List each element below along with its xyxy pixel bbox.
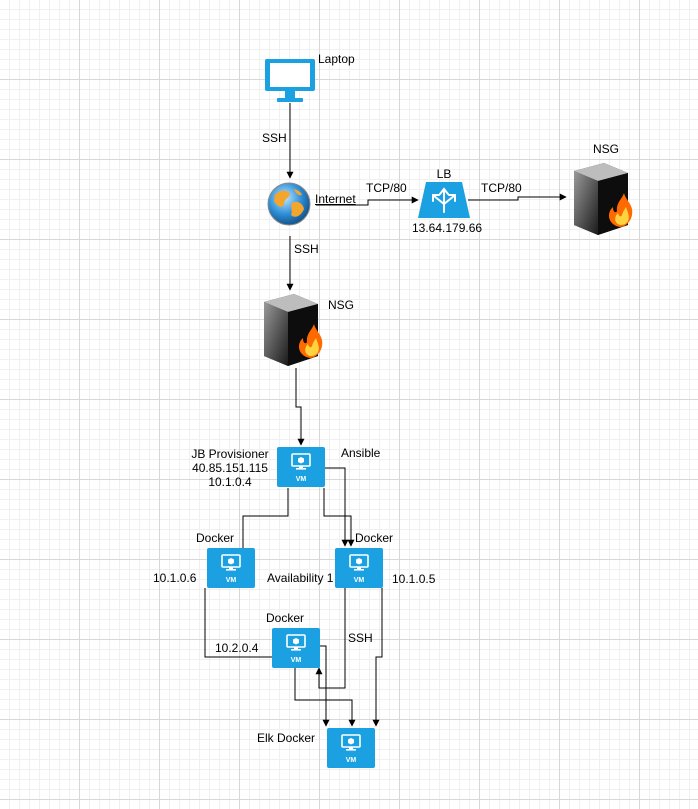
jb-name-label: JB Provisioner — [191, 447, 269, 461]
lb-ip-label: 13.64.179.66 — [412, 221, 483, 235]
edge-jb-docker-right — [323, 488, 355, 547]
nsg-right-node[interactable] — [568, 161, 638, 237]
nsg-mid-node[interactable] — [258, 292, 328, 368]
monitor-icon — [265, 59, 315, 102]
vm-badge: VM — [290, 657, 302, 664]
firewall-icon — [574, 163, 633, 235]
docker-right-ip: 10.1.0.5 — [392, 572, 436, 586]
ansible-label: Ansible — [341, 446, 381, 460]
edge-lb-nsg — [468, 193, 567, 201]
edge-jb-docker-left — [242, 488, 289, 548]
availability-set-label: Availability 1 — [267, 571, 334, 585]
vm-monitor-icon — [286, 634, 306, 651]
vm-badge: VM — [345, 757, 357, 764]
tcp80-label-2: TCP/80 — [481, 181, 522, 195]
edge-ansible — [325, 467, 349, 547]
docker-right-label: Docker — [355, 531, 394, 545]
edge-docker-bottom-elk — [294, 668, 356, 727]
elk-vm-node[interactable]: VM — [327, 728, 375, 768]
internet-label[interactable]: Internet — [315, 192, 356, 206]
vm-badge: VM — [295, 476, 307, 483]
edge-nsg-jb — [295, 368, 305, 446]
laptop-node[interactable] — [263, 57, 317, 105]
docker-left-label: Docker — [196, 531, 235, 545]
internet-node[interactable] — [266, 181, 312, 227]
vm-monitor-icon — [291, 453, 311, 470]
docker-right-vm-node[interactable]: VM — [335, 548, 383, 588]
lb-node[interactable] — [418, 182, 470, 218]
docker-left-vm-node[interactable]: VM — [207, 548, 255, 588]
load-balancer-icon — [418, 182, 470, 218]
elk-label: Elk Docker — [257, 731, 316, 745]
lb-label: LB — [436, 167, 452, 181]
ssh-label-laptop: SSH — [262, 131, 287, 145]
vm-monitor-icon — [221, 554, 241, 571]
docker-bottom-label: Docker — [266, 611, 305, 625]
nsg-right-label: NSG — [593, 142, 620, 156]
jb-vm-node[interactable]: VM — [277, 447, 325, 487]
edge-docker-right-elk — [372, 588, 383, 727]
vm-monitor-icon — [341, 734, 361, 751]
edge-ssh-docker-bottom — [315, 588, 346, 689]
docker-bottom-vm-node[interactable]: VM — [272, 628, 320, 668]
jb-public-ip: 40.85.151.115 — [192, 461, 268, 475]
edge-internet-lb — [316, 196, 419, 206]
tcp80-label-1: TCP/80 — [366, 181, 407, 195]
vm-badge: VM — [353, 577, 365, 584]
laptop-label: Laptop — [318, 52, 355, 66]
globe-icon — [267, 182, 311, 226]
docker-bottom-ip: 10.2.0.4 — [215, 641, 259, 655]
firewall-icon — [264, 294, 323, 366]
ssh-label-docker: SSH — [348, 631, 373, 645]
vm-monitor-icon — [349, 554, 369, 571]
jb-private-ip: 10.1.0.4 — [208, 475, 252, 489]
nsg-mid-label: NSG — [328, 298, 355, 312]
docker-left-ip: 10.1.0.6 — [153, 571, 197, 585]
ssh-label-internet: SSH — [294, 242, 319, 256]
vm-badge: VM — [225, 577, 237, 584]
